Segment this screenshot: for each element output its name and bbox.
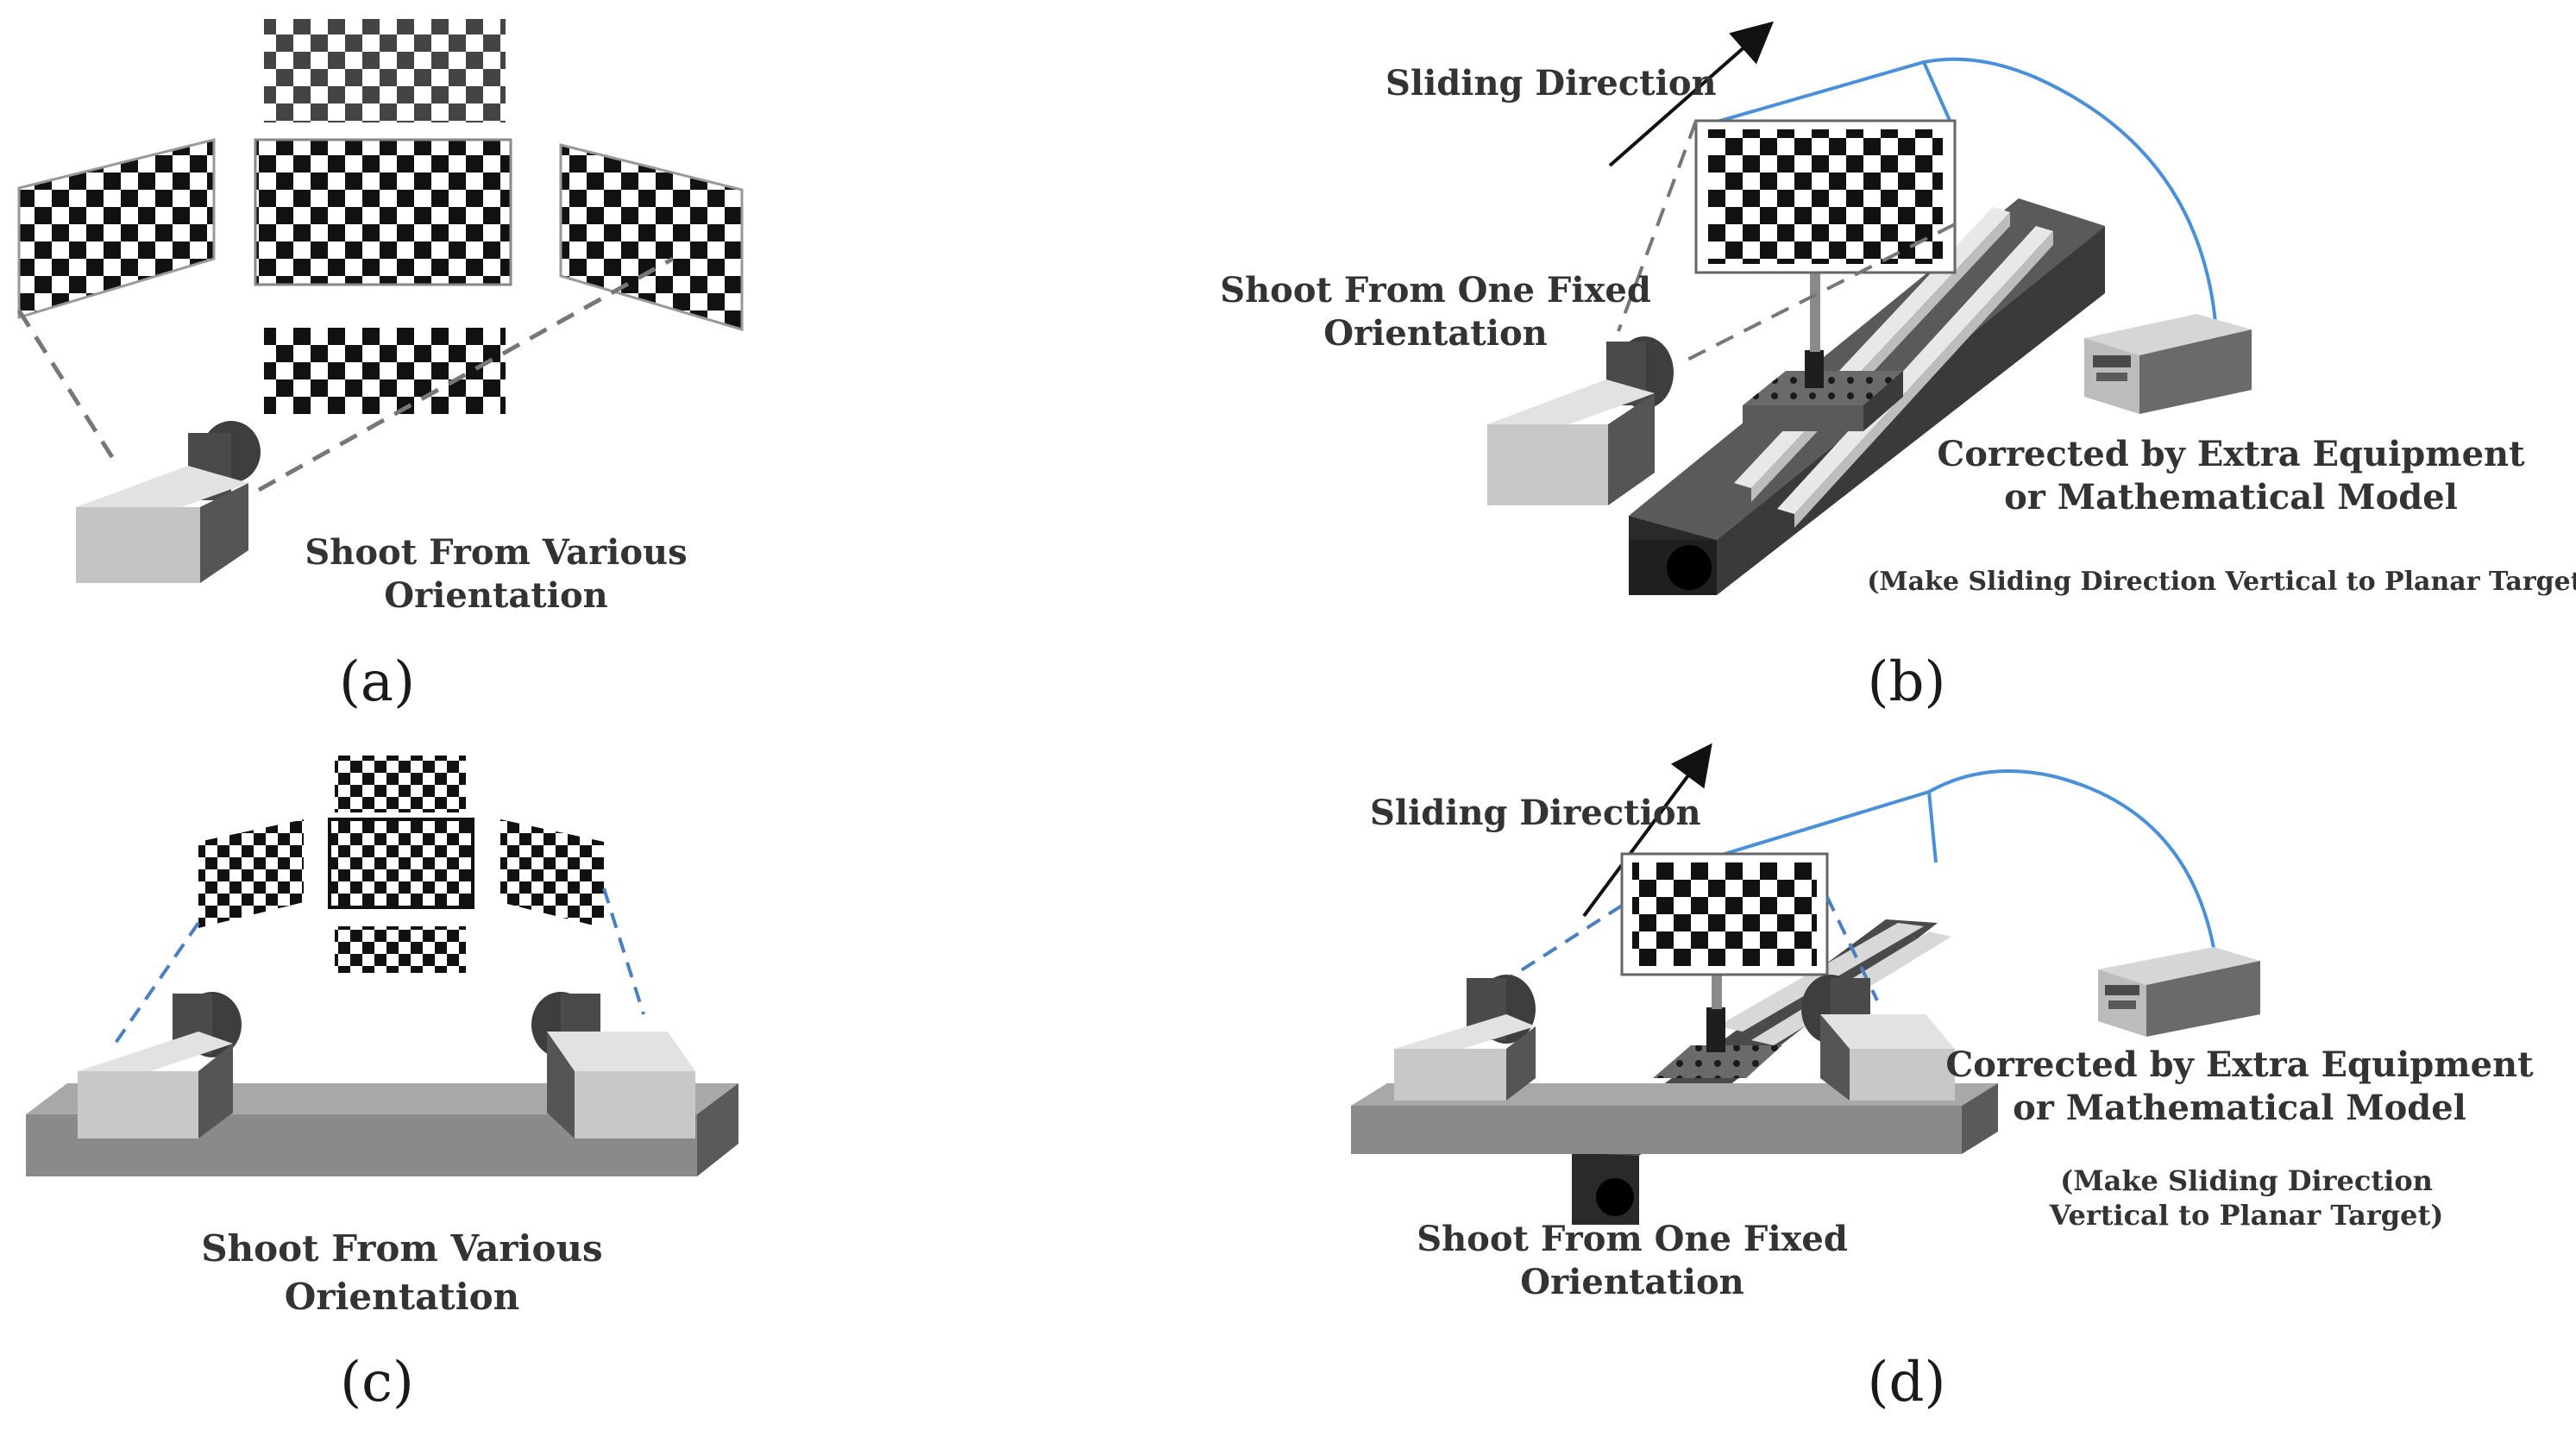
checkerboard-right [559, 143, 744, 332]
sliding-arrow-d [1582, 743, 1712, 918]
corrected-b-line1: Corrected by Extra Equipment [1937, 434, 2525, 474]
correction-equipment-b [2084, 314, 2252, 414]
shoot-b-line1: Shoot From One Fixed [1220, 270, 1651, 310]
sight-line-b-bot [1681, 223, 1956, 364]
panel-c: Shoot From Various Orientation (c) [26, 756, 738, 1414]
sliding-direction-d: Sliding Direction [1370, 793, 1701, 833]
checkerboard-center [254, 138, 512, 286]
sliding-arrow-b [1608, 21, 1775, 167]
label-c-line2: Orientation [285, 1276, 519, 1318]
checkerboard-c-bottom [335, 926, 466, 973]
caption-a: (a) [339, 650, 415, 714]
cable-b [1707, 57, 2219, 346]
sight-line-d [1499, 904, 1624, 985]
sight-line-right [257, 256, 675, 492]
sight-line-c-right [602, 887, 645, 1015]
planar-target-b-pattern [1708, 129, 1943, 264]
corrected-d-line1: Corrected by Extra Equipment [1945, 1044, 2534, 1085]
camera-d-right [1801, 975, 1955, 1101]
correction-equipment-d [2098, 947, 2260, 1037]
slide-rail-b [1629, 198, 2105, 595]
checkerboard-left [17, 138, 216, 320]
sight-line-d-right [1825, 896, 1879, 1001]
label-a-line1: Shoot From Various [305, 532, 687, 573]
checkerboard-c-top [335, 756, 466, 812]
planar-target-d-pattern [1632, 862, 1817, 966]
cable-b-branch [1922, 61, 1953, 125]
note-d-line2: Vertical to Planar Target) [2049, 1199, 2444, 1232]
carriage-d [1653, 1045, 1782, 1078]
shoot-d-line2: Orientation [1520, 1262, 1744, 1302]
sight-line-b-top [1617, 120, 1698, 332]
note-b: (Make Sliding Direction Vertical to Plan… [1867, 567, 2576, 597]
post-d [1706, 1007, 1725, 1052]
cable-d-branch [1927, 791, 1938, 863]
shoot-d-line1: Shoot From One Fixed [1417, 1219, 1848, 1259]
checkerboard-c-left [198, 819, 304, 928]
sliding-direction-b: Sliding Direction [1385, 63, 1717, 103]
camera-a [76, 421, 261, 583]
corrected-b-line2: or Mathematical Model [2004, 477, 2458, 517]
corrected-d-line2: or Mathematical Model [2013, 1088, 2466, 1128]
camera-c-right [531, 992, 695, 1138]
cable-d [1712, 769, 2217, 958]
caption-c: (c) [340, 1351, 414, 1414]
sight-line-left [16, 309, 115, 459]
note-d-line1: (Make Sliding Direction [2060, 1164, 2433, 1197]
checkerboard-c-right [500, 819, 604, 928]
caption-d: (d) [1868, 1351, 1946, 1414]
panel-d: Sliding Direction [1351, 743, 2534, 1414]
panel-b: Sliding Direction [1220, 21, 2576, 714]
label-c-line1: Shoot From Various [201, 1227, 602, 1270]
checkerboard-top [264, 19, 506, 122]
mount-base-d [1351, 1083, 1998, 1154]
label-a-line2: Orientation [384, 575, 607, 616]
checkerboard-bottom [264, 328, 506, 414]
camera-b [1487, 336, 1674, 505]
caption-b: (b) [1868, 650, 1946, 714]
camera-d-left [1394, 975, 1536, 1101]
shoot-b-line2: Orientation [1323, 313, 1547, 354]
panel-a: Shoot From Various Orientation (a) [16, 19, 744, 714]
checkerboard-c-center [328, 818, 474, 909]
camera-c-left [78, 992, 242, 1138]
